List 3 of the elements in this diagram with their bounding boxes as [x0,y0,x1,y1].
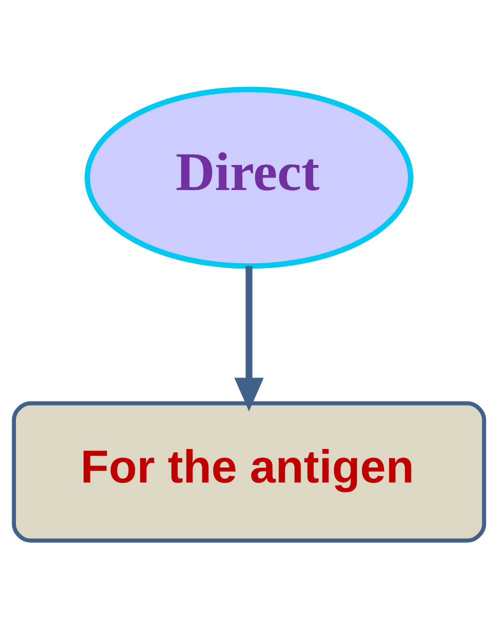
node-box: For the antigen [12,401,486,543]
arrow [234,266,264,412]
node-ellipse: Direct [84,86,414,269]
